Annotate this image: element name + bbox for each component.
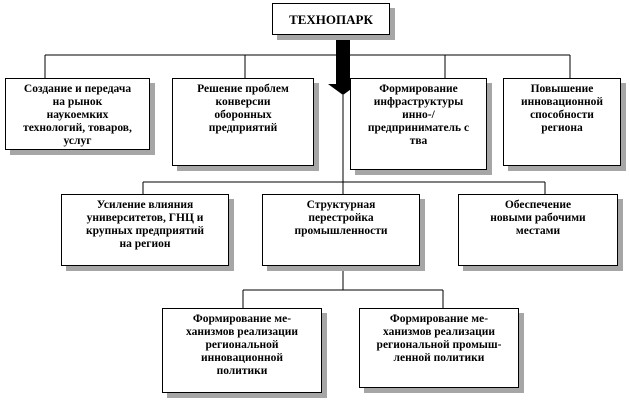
box-r1c: Формирование инфраструктуры инно-/ предп…: [350, 78, 487, 170]
box-r1b: Решение проблем конверсии оборонных пред…: [172, 78, 314, 166]
box-r2c: Обеспечение новыми рабочими местами: [458, 194, 618, 266]
label-r2b: Структурная перестройка промышленности: [294, 199, 388, 237]
root-label: ТЕХНОПАРК: [289, 11, 373, 27]
box-r2a: Усиление влияния университетов, ГНЦ и кр…: [61, 194, 229, 266]
label-r1c: Формирование инфраструктуры инно-/ предп…: [367, 83, 470, 147]
box-r1a: Создание и передача на рынок наукоемких …: [5, 78, 150, 150]
label-r1d: Повышение инновационной способности реги…: [521, 83, 603, 134]
root-box: ТЕХНОПАРК: [272, 3, 390, 35]
label-r3a: Формирование ме- ханизмов реализации рег…: [186, 313, 298, 377]
label-r2a: Усиление влияния университетов, ГНЦ и кр…: [85, 199, 205, 250]
label-r2c: Обеспечение новыми рабочими местами: [490, 199, 586, 237]
box-r3b: Формирование ме- ханизмов реализации рег…: [359, 308, 519, 388]
arrow-shaft: [336, 40, 350, 84]
box-r3a: Формирование ме- ханизмов реализации рег…: [162, 308, 322, 393]
label-r3b: Формирование ме- ханизмов реализации рег…: [376, 313, 502, 364]
box-r2b: Структурная перестройка промышленности: [262, 194, 420, 266]
label-r1a: Создание и передача на рынок наукоемких …: [23, 83, 132, 147]
box-r1d: Повышение инновационной способности реги…: [503, 78, 621, 166]
label-r1b: Решение проблем конверсии оборонных пред…: [197, 83, 289, 134]
